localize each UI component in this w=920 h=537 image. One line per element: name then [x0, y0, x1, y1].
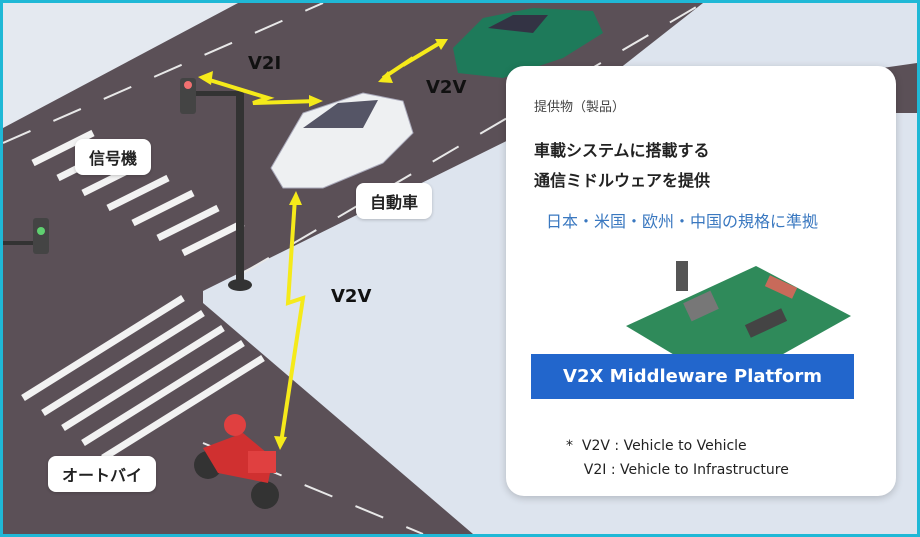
v2v-top-label: V2V	[426, 77, 467, 98]
white-car	[270, 92, 414, 189]
motorbike	[194, 414, 279, 509]
traffic-light-left	[3, 218, 49, 254]
lane-markings	[3, 3, 704, 534]
note-v2v: * V2V : Vehicle to Vehicle	[566, 438, 747, 454]
green-car	[453, 8, 603, 78]
crosswalk-bottom	[21, 295, 265, 461]
arrow-heads	[198, 39, 448, 450]
heading-line-2: 通信ミドルウェアを提供	[534, 171, 711, 190]
product-panel: 提供物（製品） 車載システムに搭載する 通信ミドルウェアを提供 日本・米国・欧州…	[506, 66, 896, 496]
standards-text: 日本・米国・欧州・中国の規格に準拠	[546, 212, 819, 231]
note-v2i: V2I : Vehicle to Infrastructure	[566, 462, 789, 478]
v2v-bottom-label: V2V	[331, 286, 372, 307]
motorbike-label: オートバイ	[48, 456, 157, 492]
v2v-bottom-arrow	[279, 197, 306, 444]
sidewalk-top-left	[3, 3, 238, 128]
v2v-top-arrow	[381, 39, 445, 80]
traffic-light-main	[180, 78, 252, 291]
v2x-middleware-platform-banner: V2X Middleware Platform	[531, 354, 854, 399]
heading-line-1: 車載システムに搭載する	[534, 141, 710, 160]
product-subtitle: 提供物（製品）	[534, 100, 626, 115]
signal-label: 信号機	[75, 139, 152, 175]
product-heading: 車載システムに搭載する 通信ミドルウェアを提供	[534, 136, 710, 196]
v2i-arrow	[202, 76, 319, 105]
v2i-label: V2I	[248, 53, 282, 74]
link-arrows	[202, 39, 445, 444]
car-label: 自動車	[356, 183, 433, 219]
abbreviation-notes: * V2V : Vehicle to Vehicle V2I : Vehicle…	[566, 434, 789, 482]
